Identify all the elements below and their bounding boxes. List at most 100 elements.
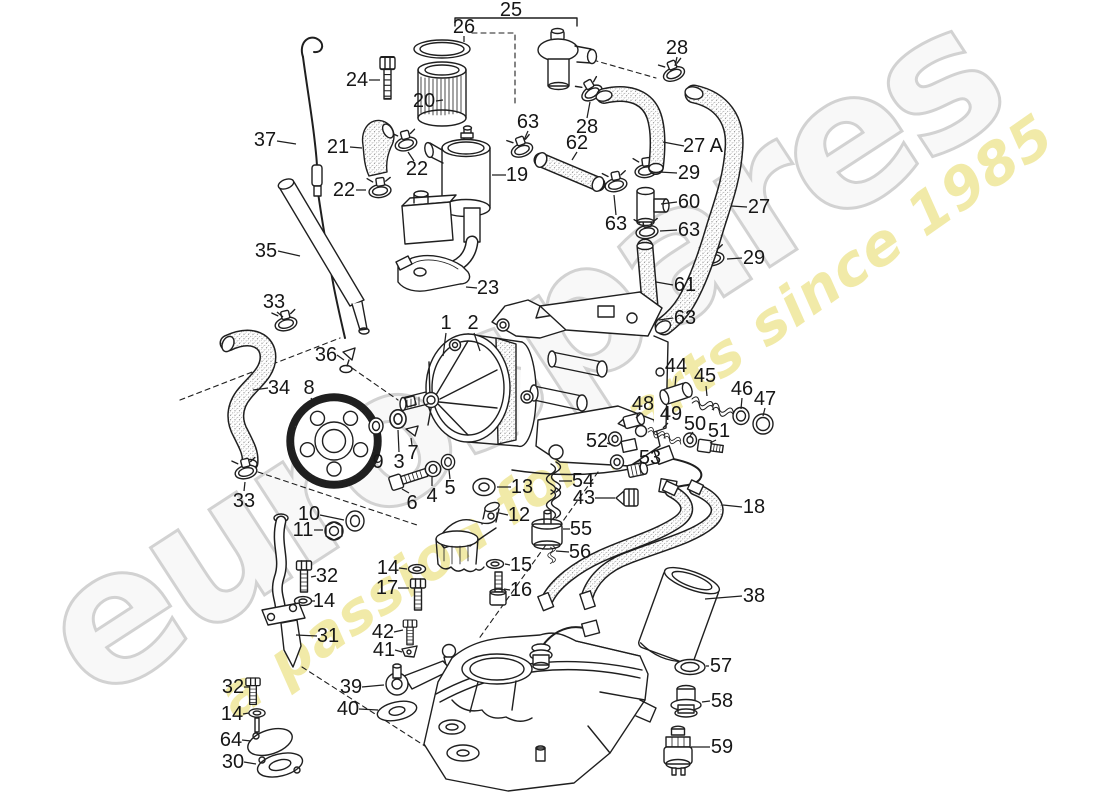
callout-53: 53 [639,447,661,469]
callout-59: 59 [711,736,733,758]
part-8-sprocket [286,393,382,489]
dashed-breather-hose [592,59,657,79]
callout-33: 33 [233,490,255,512]
callout-20: 20 [413,90,435,112]
callout-13: 13 [511,476,533,498]
part-44-sleeve [659,381,693,406]
callout-leader-16 [503,588,511,591]
callout-29: 29 [743,247,765,269]
callout-24: 24 [346,69,368,91]
callout-leader-47 [762,407,766,417]
callout-leader-3 [397,429,400,453]
callout-15: 15 [510,554,532,576]
callout-7: 7 [407,442,418,464]
callout-leader-31 [295,634,318,637]
callout-39: 39 [340,676,362,698]
callout-12: 12 [508,504,530,526]
callout-21: 21 [327,136,349,158]
part-38-oil-filter [638,566,721,666]
callout-leader-48 [635,412,642,419]
callout-leader-63 [523,130,529,141]
engine-line-art [179,17,774,792]
part-31-suction-tube [261,513,306,668]
callout-leader-53 [634,459,642,464]
callout-6: 6 [406,492,417,514]
part-30-gasket [256,752,304,778]
part-36-union [339,347,356,374]
part-40-gasket [376,700,418,722]
callout-56: 56 [569,541,591,563]
callout-leader-34 [252,387,269,391]
callout-28: 28 [666,37,688,59]
callout-leader-49 [662,422,669,429]
callout-64: 64 [220,729,242,751]
callout-25: 25 [500,0,522,21]
callout-leader-8 [310,397,316,406]
part-41-clip [401,645,418,658]
callout-28: 28 [576,116,598,138]
callout-leader-2 [473,332,481,352]
callout-58: 58 [711,690,733,712]
callout-31: 31 [317,625,339,647]
clamp-28-right [657,55,689,85]
callout-41: 41 [373,639,395,661]
callout-leader-33 [243,481,246,492]
part-10-seal-ring [345,510,365,532]
callout-leader-38 [704,595,743,600]
callout-42: 42 [372,621,394,643]
part-42-bolt [402,619,418,646]
dashed-26-bracket [471,32,516,104]
callout-8: 8 [303,377,314,399]
callout-17: 17 [376,577,398,599]
callout-38: 38 [743,585,765,607]
callout-35: 35 [255,240,277,262]
callout-22: 22 [333,179,355,201]
callout-leader-52 [606,442,616,447]
callout-leader-64 [241,739,252,742]
part-19-oil-filler [401,125,491,281]
callout-leader-5 [448,469,451,480]
callout-30: 30 [222,751,244,773]
part-47-plug [752,413,774,435]
part-3-seal [389,408,407,430]
part-53-banjo-screw [626,461,649,478]
callout-leader-12 [498,512,509,516]
callout-leader-50 [689,431,694,437]
callout-45: 45 [694,365,716,387]
callout-leader-30 [243,761,257,765]
part-13-grommet [472,477,496,497]
callout-leader-42 [393,629,404,633]
callout-61: 61 [674,274,696,296]
callout-5: 5 [444,477,455,499]
callout-29: 29 [678,162,700,184]
callout-leader-14 [242,712,250,715]
callout-leader-56 [555,550,570,553]
callout-62: 62 [566,132,588,154]
callout-leader-6 [401,488,410,494]
part-7-key [405,425,419,437]
bracket-25 [454,17,578,27]
callout-10: 10 [298,503,320,525]
callout-3: 3 [393,451,404,473]
callout-46: 46 [731,378,753,400]
callout-27A: 27 A [683,135,724,157]
part-14-washer-a [407,563,427,575]
dashed-axis-pan [301,666,429,749]
callout-leader-29 [658,171,678,174]
part-27-hose [654,84,744,336]
callout-14: 14 [377,557,399,579]
callout-leader-51 [709,439,717,444]
part-57-seal-ring [674,658,706,676]
part-20-strainer [417,61,467,127]
callout-leader-14 [398,567,408,570]
callout-leader-58 [701,700,711,703]
callout-47: 47 [754,388,776,410]
part-18-oil-lines [537,444,724,612]
callout-leader-44 [674,375,677,387]
part-43-plug [615,488,639,507]
callout-leader-63 [613,194,617,216]
callout-leader-63 [658,317,674,321]
